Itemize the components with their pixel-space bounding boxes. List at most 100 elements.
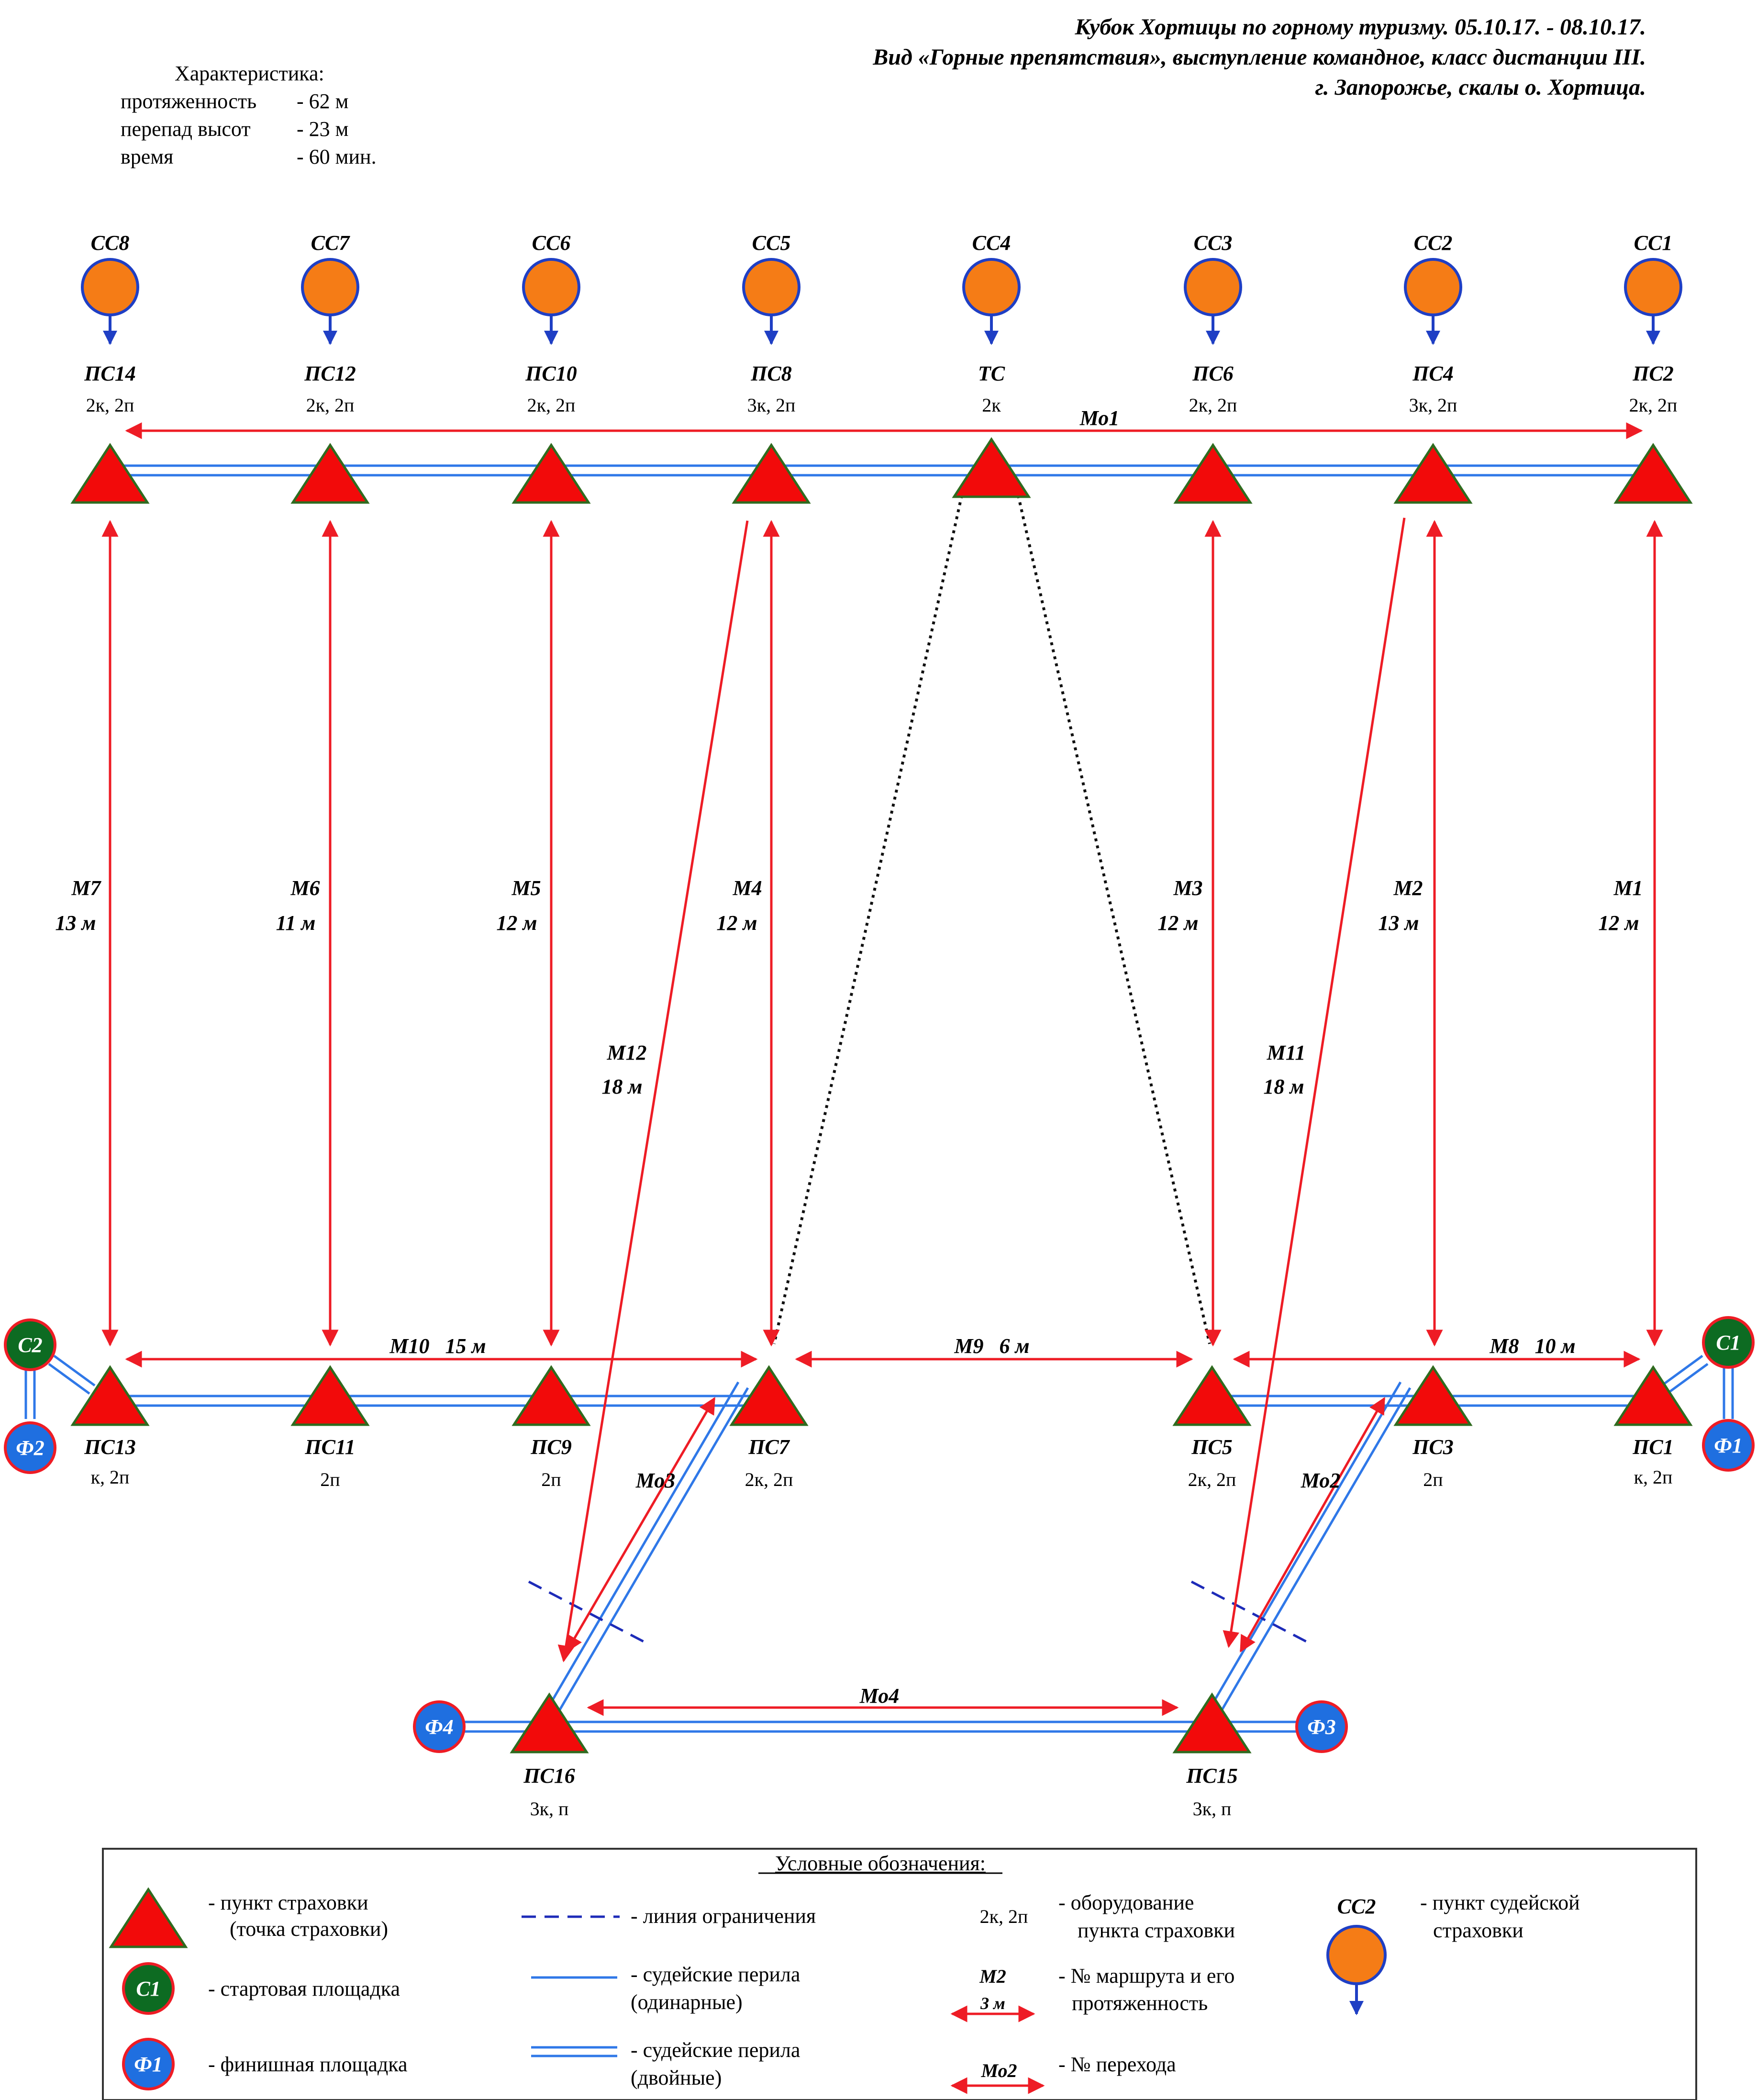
belay-point-ps11: ПС11 2п (290, 1365, 370, 1490)
svg-text:СС8: СС8 (91, 231, 130, 255)
svg-text:СС1: СС1 (1634, 231, 1673, 255)
svg-text:3 м: 3 м (980, 1994, 1005, 2013)
svg-text:3к, п: 3к, п (530, 1798, 569, 1820)
start-area-s1: С1 (1702, 1316, 1755, 1369)
char-time-label: время (121, 145, 173, 168)
judge-point-ss4: СС4 (962, 231, 1021, 345)
svg-text:ПС3: ПС3 (1412, 1435, 1454, 1459)
belay-point-ps1: ПС1 к, 2п (1613, 1365, 1693, 1488)
route-m12-length: 18 м (601, 1075, 642, 1098)
svg-text:- пункт судейской: - пункт судейской (1420, 1891, 1580, 1914)
legend-frame (102, 1848, 1697, 2100)
legend-double-rail: - судейские перила (двойные) (531, 2038, 800, 2089)
svg-text:- оборудование: - оборудование (1058, 1891, 1194, 1914)
svg-text:ПС10: ПС10 (525, 362, 577, 385)
route-m7-name: М7 (71, 876, 101, 900)
svg-text:ПС4: ПС4 (1412, 362, 1454, 385)
svg-text:2к, 2п: 2к, 2п (86, 394, 134, 416)
svg-text:2п: 2п (541, 1469, 561, 1490)
svg-text:ПС12: ПС12 (304, 362, 356, 385)
route-m7-length: 13 м (55, 911, 96, 935)
svg-text:Ф3: Ф3 (1307, 1715, 1335, 1739)
belay-point-ps9: ПС9 2п (512, 1365, 591, 1490)
svg-text:(точка страховки): (точка страховки) (230, 1917, 388, 1941)
svg-text:2к, 2п: 2к, 2п (980, 1906, 1028, 1927)
svg-text:- судейские перила: - судейские перила (631, 1963, 800, 1986)
svg-text:СС4: СС4 (972, 231, 1011, 255)
route-m4-name: М4 (732, 876, 762, 900)
svg-text:страховки: страховки (1433, 1919, 1523, 1942)
route-m5-name: М5 (511, 876, 541, 900)
top-belay-points: ПС14 2к, 2п ПС12 2к, 2п ПС10 2к, 2п ПС8 … (70, 362, 1693, 504)
svg-text:СС2: СС2 (1337, 1895, 1376, 1918)
svg-text:ПС7: ПС7 (748, 1435, 790, 1459)
finish-area-f2: Ф2 (4, 1421, 56, 1474)
route-m2-length: 13 м (1378, 911, 1419, 935)
judge-point-ss3: СС3 (1184, 231, 1242, 345)
svg-text:С2: С2 (18, 1333, 42, 1357)
svg-text:ПС13: ПС13 (84, 1435, 136, 1459)
svg-text:ПС1: ПС1 (1632, 1435, 1674, 1459)
route-m9-label: М9 6 м (954, 1334, 1029, 1358)
svg-text:пункта страховки: пункта страховки (1078, 1919, 1235, 1942)
route-m8-label: М8 10 м (1489, 1334, 1575, 1358)
svg-text:Ф2: Ф2 (16, 1436, 44, 1460)
crossing-mo4-label: Мо4 (859, 1684, 900, 1708)
legend-single-rail: - судейские перила (одинарные) (531, 1963, 800, 2014)
belay-point-ps16: ПС16 3к, п (510, 1692, 589, 1820)
svg-text:(двойные): (двойные) (631, 2066, 722, 2089)
svg-text:СС3: СС3 (1194, 231, 1233, 255)
belay-point-ps7: ПС7 2к, 2п (729, 1365, 809, 1490)
char-height-label: перепад высот (121, 117, 251, 141)
svg-text:- № маршрута и его: - № маршрута и его (1058, 1964, 1234, 1988)
arrow-mo3 (566, 1396, 716, 1653)
belay-point-ps12: ПС12 2к, 2п (290, 362, 370, 504)
judge-point-ss2: СС2 (1404, 231, 1462, 345)
svg-text:С1: С1 (136, 1977, 160, 2000)
route-m1-length: 12 м (1598, 911, 1639, 935)
char-length-value: - 62 м (297, 89, 349, 113)
svg-text:к, 2п: к, 2п (1634, 1466, 1673, 1488)
belay-point-ps13: ПС13 к, 2п (70, 1365, 150, 1488)
svg-text:2к, 2п: 2к, 2п (306, 394, 355, 416)
judge-point-ss6: СС6 (522, 231, 580, 345)
mid-belay-points: ПС13 к, 2п ПС11 2п ПС9 2п ПС7 2к, 2п ПС5… (70, 1365, 1693, 1490)
belay-point-ps14: ПС14 2к, 2п (70, 362, 150, 504)
limit-lines (528, 1580, 1307, 1643)
svg-text:С1: С1 (1716, 1331, 1740, 1354)
legend-finish-area: Ф1 - финишная площадка (122, 2038, 408, 2090)
svg-text:2к, 2п: 2к, 2п (1188, 1469, 1236, 1490)
bottom-belay-points: ПС16 3к, п ПС15 3к, п (510, 1692, 1252, 1820)
route-m6-name: М6 (290, 876, 320, 900)
route-m12-name: М12 (606, 1041, 646, 1064)
svg-text:2к, 2п: 2к, 2п (745, 1469, 793, 1490)
header-location: г. Запорожье, скалы о. Хортица. (1315, 75, 1646, 100)
svg-text:Мо2: Мо2 (981, 2060, 1017, 2081)
svg-text:ПС5: ПС5 (1191, 1435, 1233, 1459)
svg-text:- линия ограничения: - линия ограничения (631, 1904, 816, 1928)
judge-point-ss1: СС1 (1624, 231, 1682, 345)
svg-text:2п: 2п (1423, 1469, 1443, 1490)
svg-text:3к, 2п: 3к, 2п (747, 394, 796, 416)
svg-text:ПС15: ПС15 (1186, 1764, 1238, 1787)
judge-point-ss5: СС5 (742, 231, 801, 345)
legend-start-area: С1 - стартовая площадка (122, 1962, 400, 2015)
judge-points: СС8 СС7 СС6 СС5 СС4 СС3 (81, 231, 1682, 345)
svg-text:ПС11: ПС11 (304, 1435, 355, 1459)
legend-title: Условные обозначения: (775, 1852, 986, 1875)
svg-text:(одинарные): (одинарные) (631, 1990, 743, 2014)
legend: Условные обозначения: - пункт страховки … (102, 1848, 1697, 2100)
header-subtitle: Вид «Горные препятствия», выступление ко… (872, 45, 1646, 70)
header: Кубок Хортицы по горному туризму. 05.10.… (872, 14, 1646, 100)
route-m6-length: 11 м (276, 911, 316, 935)
belay-point-ps6: ПС6 2к, 2п (1173, 362, 1253, 504)
crossing-mo2-label: Мо2 (1301, 1469, 1341, 1492)
svg-text:- пункт страховки: - пункт страховки (208, 1891, 368, 1914)
char-time-value: - 60 мин. (297, 145, 377, 168)
route-m2-name: М2 (1393, 876, 1423, 900)
svg-text:2к, 2п: 2к, 2п (527, 394, 576, 416)
legend-crossing: Мо2 - № перехода (950, 2053, 1176, 2094)
legend-route: М2 3 м - № маршрута и его протяженность (950, 1964, 1234, 2022)
svg-text:ПС14: ПС14 (84, 362, 136, 385)
